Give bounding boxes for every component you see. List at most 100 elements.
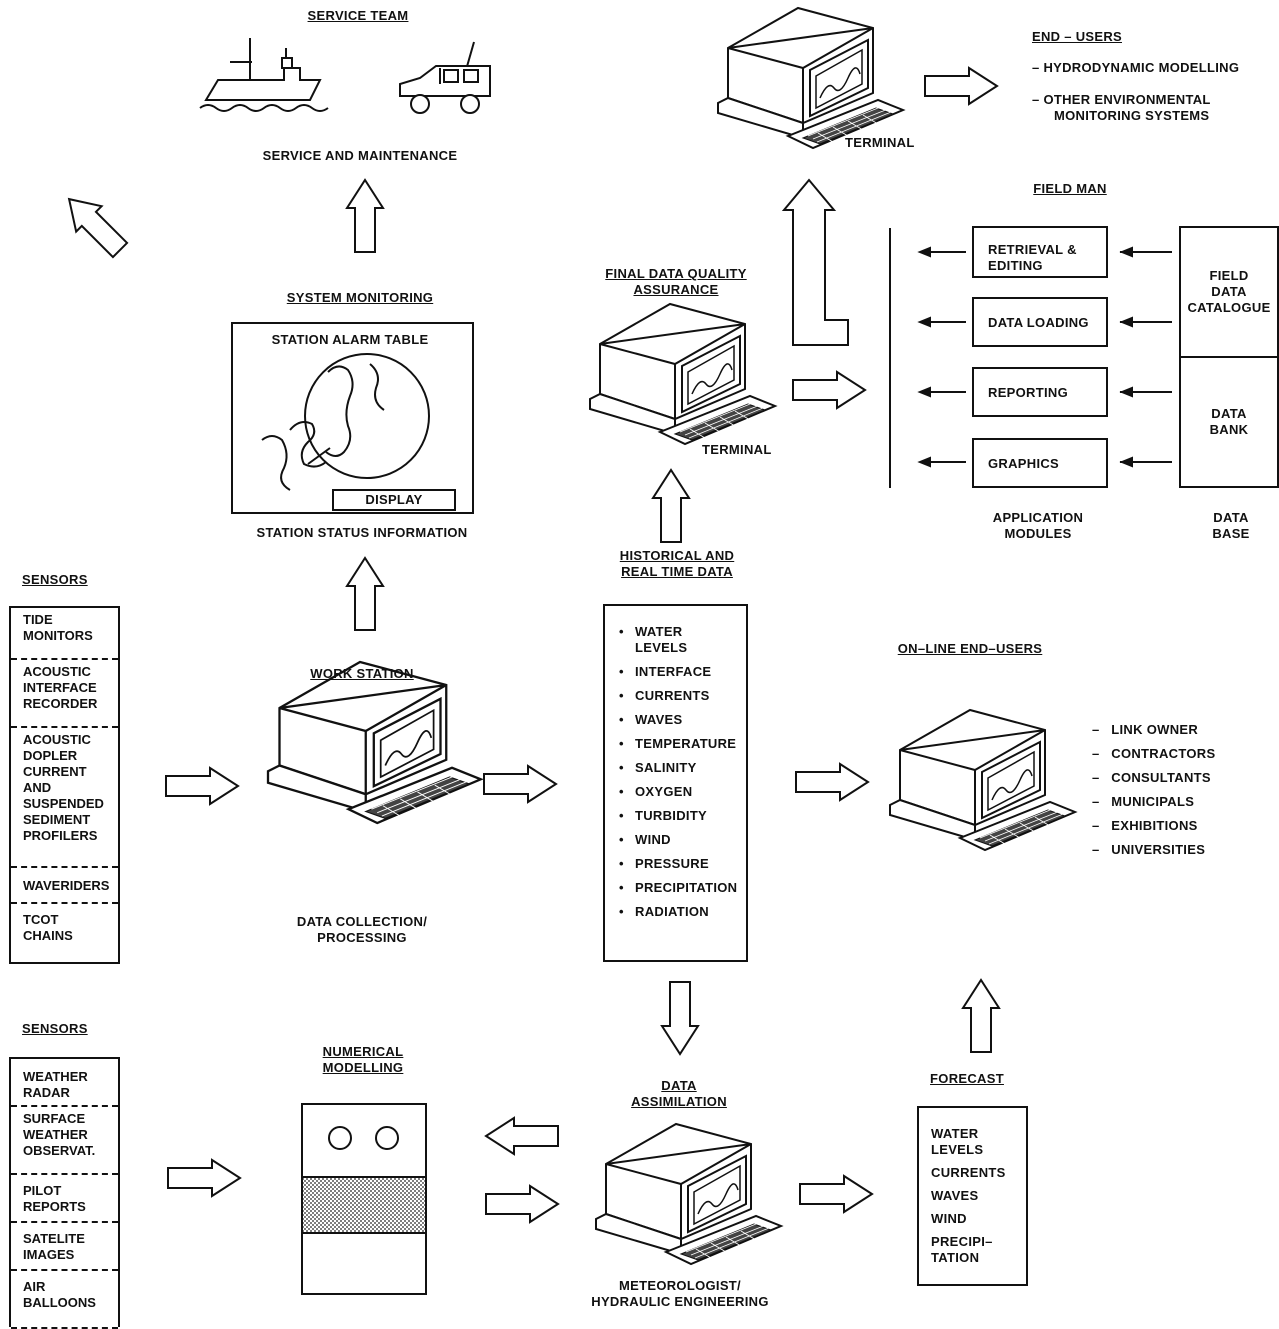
- system-monitoring-title: SYSTEM MONITORING: [286, 290, 434, 305]
- forecast-item: WIND: [931, 1211, 967, 1226]
- end-users-terminal-label: TERMINAL: [845, 135, 915, 150]
- display-label: DISPLAY: [365, 492, 423, 507]
- modules-caption: APPLICATION MODULES: [992, 510, 1084, 541]
- data-item: OXYGEN: [619, 784, 746, 800]
- assimilation-terminal-icon: [595, 1123, 782, 1265]
- data-bank: DATA BANK: [1209, 406, 1249, 437]
- database-box: FIELD DATA CATALOGUE DATA BANK: [1179, 226, 1279, 488]
- module-reporting: REPORTING: [972, 367, 1108, 417]
- globe-map-icon: [261, 353, 430, 491]
- online-user-item: – LINK OWNER: [1092, 722, 1199, 737]
- forecast-item: WATER LEVELS: [931, 1126, 984, 1157]
- module-data-loading: DATA LOADING: [972, 297, 1108, 347]
- data-item: WATER LEVELS: [619, 624, 746, 656]
- work-station-icon: [266, 660, 482, 825]
- online-user-item: – MUNICIPALS: [1092, 794, 1195, 809]
- data-item: CURRENTS: [619, 688, 746, 704]
- station-status-caption: STATION STATUS INFORMATION: [256, 525, 468, 540]
- dial-right-icon: [375, 1126, 399, 1150]
- online-users-terminal-icon: [889, 709, 1076, 851]
- online-users-list: – LINK OWNER – CONTRACTORS – CONSULTANTS…: [1092, 722, 1215, 866]
- sensor-item: SATELITE IMAGES: [11, 1223, 118, 1271]
- online-user-item: – CONTRACTORS: [1092, 746, 1216, 761]
- data-item: RADIATION: [619, 904, 746, 920]
- forecast-item: PRECIPI– TATION: [931, 1234, 993, 1265]
- module-retrieval: RETRIEVAL & EDITING: [972, 226, 1108, 278]
- assimilation-title: DATA ASSIMILATION: [631, 1078, 727, 1109]
- data-item: PRECIPITATION: [619, 880, 746, 896]
- data-item: INTERFACE: [619, 664, 746, 680]
- end-users-item: – OTHER ENVIRONMENTAL: [1032, 92, 1211, 107]
- arrow-to-assimilation: [661, 981, 699, 1055]
- ship-icon: [199, 38, 329, 112]
- station-alarm-table: STATION ALARM TABLE: [271, 332, 429, 347]
- arrow-to-forecast: [799, 1175, 873, 1213]
- final-qa-title: FINAL DATA QUALITY ASSURANCE: [605, 266, 747, 297]
- arrow-sensors-to-model: [167, 1159, 241, 1197]
- database-caption: DATA BASE: [1212, 510, 1250, 541]
- module-label: REPORTING: [988, 385, 1068, 400]
- work-station-title: WORK STATION: [310, 666, 414, 681]
- data-item: WIND: [619, 832, 746, 848]
- online-user-item: – EXHIBITIONS: [1092, 818, 1198, 833]
- historical-title: HISTORICAL AND REAL TIME DATA: [619, 548, 735, 579]
- forecast-item: CURRENTS: [931, 1165, 1006, 1180]
- work-station-caption: DATA COLLECTION/ PROCESSING: [296, 914, 428, 945]
- arrow-forecast-up: [962, 979, 1000, 1053]
- sensor-item: SURFACE WEATHER OBSERVAT.: [11, 1107, 118, 1175]
- numerical-model-unit: [301, 1103, 427, 1295]
- arrow-assim-to-model: [485, 1117, 559, 1155]
- data-item: SALINITY: [619, 760, 746, 776]
- forecast-box: WATER LEVELS CURRENTS WAVES WIND PRECIPI…: [917, 1106, 1028, 1286]
- final-qa-terminal-icon: [589, 303, 776, 445]
- forecast-item: WAVES: [931, 1188, 979, 1203]
- module-label: GRAPHICS: [988, 456, 1060, 471]
- online-users-title: ON–LINE END–USERS: [897, 641, 1043, 656]
- service-team-title: SERVICE TEAM: [307, 8, 409, 23]
- end-users-terminal-icon: [717, 7, 904, 149]
- end-users-list: – HYDRODYNAMIC MODELLING – OTHER ENVIRON…: [1032, 60, 1239, 124]
- module-connectors: [917, 246, 1172, 468]
- arrow-workstation-to-data: [483, 765, 557, 803]
- end-users-title: END – USERS: [1032, 29, 1122, 44]
- arrow-to-field-man: [792, 371, 866, 409]
- arrow-to-final-qa: [652, 469, 690, 543]
- module-label: RETRIEVAL & EDITING: [988, 242, 1077, 273]
- assimilation-caption: METEOROLOGIST/ HYDRAULIC ENGINEERING: [591, 1278, 769, 1309]
- final-qa-terminal-label: TERMINAL: [702, 442, 772, 457]
- arrow-to-terminal: [781, 178, 849, 346]
- historical-data-box: WATER LEVELS INTERFACE CURRENTS WAVES TE…: [603, 604, 748, 962]
- arrow-sensors-to-workstation: [165, 767, 239, 805]
- sensors-top-list: TIDE MONITORS ACOUSTIC INTERFACE RECORDE…: [9, 606, 120, 964]
- data-item: WAVES: [619, 712, 746, 728]
- car-icon: [399, 41, 491, 114]
- sensor-item: WEATHER RADAR: [11, 1059, 118, 1107]
- sensor-item: TCOT CHAINS: [23, 912, 73, 943]
- display-box: [332, 489, 456, 511]
- service-return-arrow: [67, 197, 129, 259]
- arrow-data-to-online-users: [795, 763, 869, 801]
- data-item: TURBIDITY: [619, 808, 746, 824]
- sensor-item: PILOT REPORTS: [11, 1175, 118, 1223]
- module-label: DATA LOADING: [988, 315, 1089, 330]
- field-data-catalogue: FIELD DATA CATALOGUE: [1187, 268, 1271, 315]
- sensors-bottom-list: WEATHER RADAR SURFACE WEATHER OBSERVAT. …: [9, 1057, 120, 1329]
- dial-left-icon: [328, 1126, 352, 1150]
- sensor-item: TIDE MONITORS: [11, 608, 118, 660]
- sensor-item: AIR BALLOONS: [11, 1271, 118, 1329]
- data-item: TEMPERATURE: [619, 736, 746, 752]
- service-caption: SERVICE AND MAINTENANCE: [262, 148, 458, 163]
- numerical-title: NUMERICAL MODELLING: [322, 1044, 404, 1075]
- end-users-item: – HYDRODYNAMIC MODELLING: [1032, 60, 1240, 75]
- sensor-item: ACOUSTIC DOPLER CURRENT AND SUSPENDED SE…: [11, 728, 118, 868]
- online-user-item: – CONSULTANTS: [1092, 770, 1211, 785]
- sensors-top-title: SENSORS: [22, 572, 88, 587]
- arrow-to-end-users: [924, 67, 998, 105]
- end-users-item: MONITORING SYSTEMS: [1054, 108, 1210, 123]
- sensor-item: ACOUSTIC INTERFACE RECORDER: [11, 660, 118, 728]
- forecast-title: FORECAST: [930, 1071, 1004, 1086]
- online-user-item: – UNIVERSITIES: [1092, 842, 1206, 857]
- sensor-item: WAVERIDERS: [11, 868, 118, 904]
- sensors-bottom-title: SENSORS: [22, 1021, 88, 1036]
